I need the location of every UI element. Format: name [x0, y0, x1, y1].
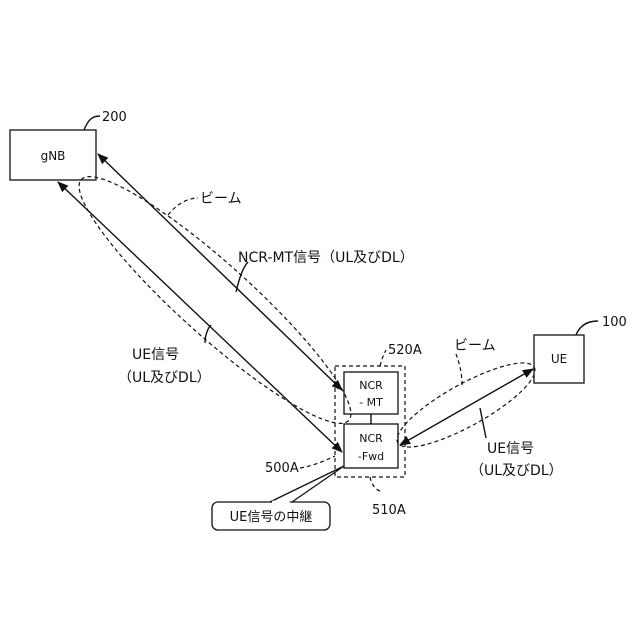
ncr-mt-line2: - MT [359, 396, 383, 409]
ue-ref: 100 [602, 315, 627, 330]
ncr-fwd-ref-leader [370, 477, 382, 492]
beam-left-leader [168, 198, 198, 215]
ncr-fwd-ref: 510A [372, 503, 406, 518]
ncr-ref: 500A [265, 461, 299, 476]
ue-signal-line-ue [400, 369, 533, 445]
gnb-ref-leader [84, 116, 100, 130]
ue-signal-right-2: （UL及びDL） [470, 463, 563, 479]
ue-signal-right-1: UE信号 [487, 441, 534, 457]
ncr-ref-leader [300, 456, 335, 468]
ncr-mt-ref-leader [380, 350, 386, 366]
beam-right-label: ビーム [454, 338, 496, 354]
gnb-ref: 200 [102, 110, 127, 125]
ncr-mt-signal-leader [236, 262, 248, 292]
ue-signal-right-leader [480, 408, 486, 438]
gnb-label: gNB [41, 149, 66, 163]
relay-callout-label: UE信号の中継 [230, 510, 313, 525]
beam-right-leader [456, 354, 462, 385]
ue-label: UE [551, 352, 567, 366]
ncr-mt-signal-label: NCR-MT信号（UL及びDL） [238, 250, 414, 266]
ue-signal-line-gnb [58, 182, 342, 452]
beam-left-label: ビーム [200, 191, 242, 207]
ue-ref-leader [576, 321, 598, 335]
ncr-mt-ref: 520A [388, 343, 422, 358]
ncr-mt-line1: NCR [359, 379, 383, 392]
ncr-fwd-line2: -Fwd [358, 450, 384, 463]
ue-signal-left-1: UE信号 [132, 347, 179, 363]
ncr-fwd-line1: NCR [359, 432, 383, 445]
ue-signal-left-2: （UL及びDL） [118, 370, 211, 386]
